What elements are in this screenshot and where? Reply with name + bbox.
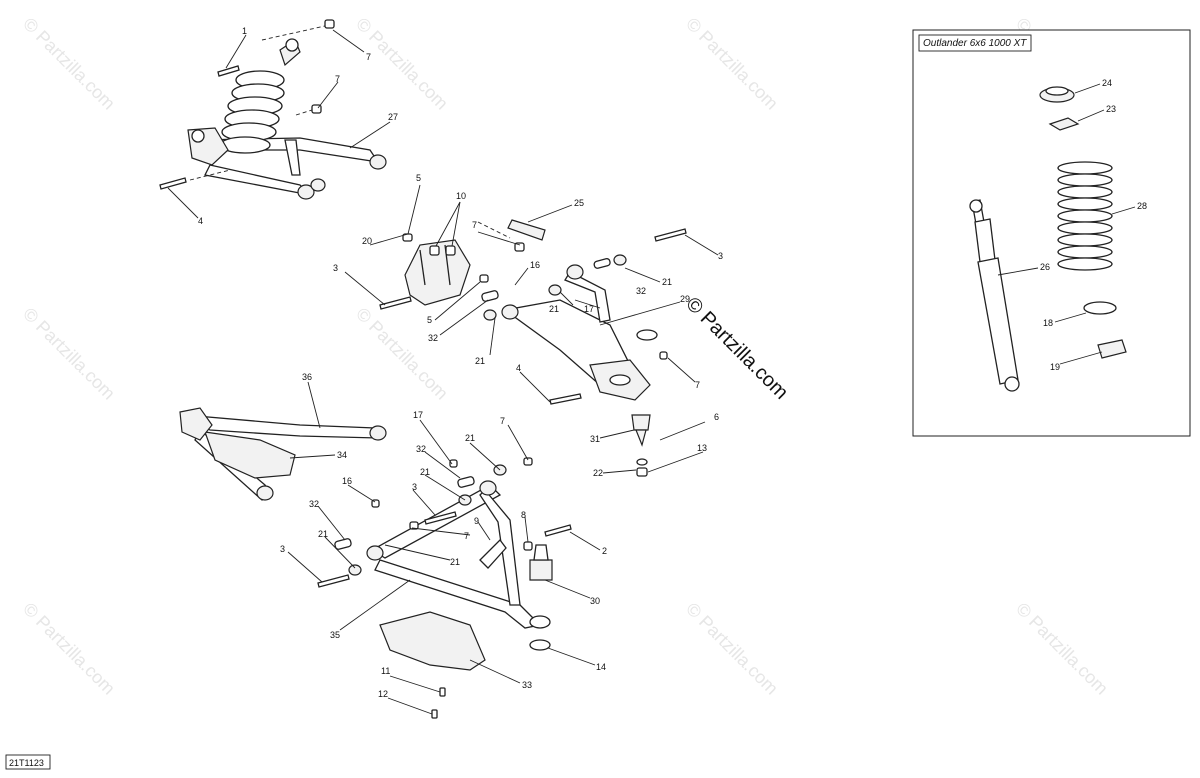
callout-label: 36 (302, 372, 312, 382)
callout-label: 30 (590, 596, 600, 606)
callout-label: 18 (1043, 318, 1053, 328)
callout-label: 9 (474, 516, 479, 526)
callout-label: 7 (472, 220, 477, 230)
callout-label: 7 (500, 416, 505, 426)
callout-label: 21 (549, 304, 559, 314)
callout-label: 33 (522, 680, 532, 690)
callout-label: 10 (456, 191, 466, 201)
callout-label: 13 (697, 443, 707, 453)
lower-a-arm-assembly (317, 457, 572, 719)
callout-label: 32 (428, 333, 438, 343)
center-bracket-and-upper-arm (379, 219, 687, 477)
callout-label: 14 (596, 662, 606, 672)
callout-label: 21 (465, 433, 475, 443)
callout-label: 25 (574, 198, 584, 208)
callout-label: 16 (342, 476, 352, 486)
callout-label: 27 (388, 112, 398, 122)
watermark: © Partzilla.com (19, 599, 119, 699)
callout-label: 31 (590, 434, 600, 444)
callout-label: 6 (714, 412, 719, 422)
callout-label: 17 (413, 410, 423, 420)
callout-label: 21 (450, 557, 460, 567)
callout-label: 23 (1106, 104, 1116, 114)
shock-and-upper-arm-assembly (159, 19, 387, 200)
callout-label: 7 (464, 531, 469, 541)
watermark: © Partzilla.com (19, 14, 119, 114)
callout-label: 24 (1102, 78, 1112, 88)
callout-label: 11 (381, 666, 390, 676)
callout-label: 2 (602, 546, 607, 556)
callout-label: 12 (378, 689, 388, 699)
callout-labels: 1 7 7 27 4 5 10 25 7 3 20 16 21 3 21 32 … (198, 26, 723, 699)
callout-label: 28 (1137, 201, 1147, 211)
callout-label: 29 (680, 294, 690, 304)
callout-label: 4 (516, 363, 521, 373)
callout-label: 22 (593, 468, 603, 478)
callout-label: 32 (309, 499, 319, 509)
watermark: © Partzilla.com (19, 304, 119, 404)
callout-label: 20 (362, 236, 372, 246)
callout-label: 16 (530, 260, 540, 270)
callout-label: 7 (335, 74, 340, 84)
callout-label: 3 (280, 544, 285, 554)
callout-label: 32 (636, 286, 646, 296)
callout-label: 17 (584, 304, 594, 314)
callout-label: 1 (242, 26, 247, 36)
callout-label: 21 (475, 356, 485, 366)
callout-label: 3 (412, 482, 417, 492)
callout-label: 19 (1050, 362, 1060, 372)
callout-label: 3 (333, 263, 338, 273)
callout-label: 3 (718, 251, 723, 261)
inset-panel: Outlander 6x6 1000 XT (912, 29, 1191, 437)
callout-label: 21 (318, 529, 328, 539)
callout-label: 35 (330, 630, 340, 640)
callout-label: 7 (366, 52, 371, 62)
drawing-code-box: 21T1123 (5, 754, 51, 770)
drawing-code: 21T1123 (9, 758, 44, 768)
callout-label: 21 (662, 277, 672, 287)
watermark: © Partzilla.com (682, 14, 782, 114)
watermark: © Partzilla.com (1012, 599, 1112, 699)
callout-label: 26 (1040, 262, 1050, 272)
callout-label: 7 (695, 380, 700, 390)
callout-label: 34 (337, 450, 347, 460)
callout-label: 5 (416, 173, 421, 183)
watermark: © Partzilla.com (682, 599, 782, 699)
callout-label: 21 (420, 467, 430, 477)
leader-lines (167, 25, 719, 715)
callout-label: 4 (198, 216, 203, 226)
callout-label: 5 (427, 315, 432, 325)
inset-spring (1057, 161, 1113, 271)
watermark: © Partzilla.com (352, 14, 452, 114)
callout-label: 8 (521, 510, 526, 520)
callout-label: 32 (416, 444, 426, 454)
lower-arm-with-guard (179, 407, 387, 501)
inset-title: Outlander 6x6 1000 XT (923, 38, 1027, 49)
